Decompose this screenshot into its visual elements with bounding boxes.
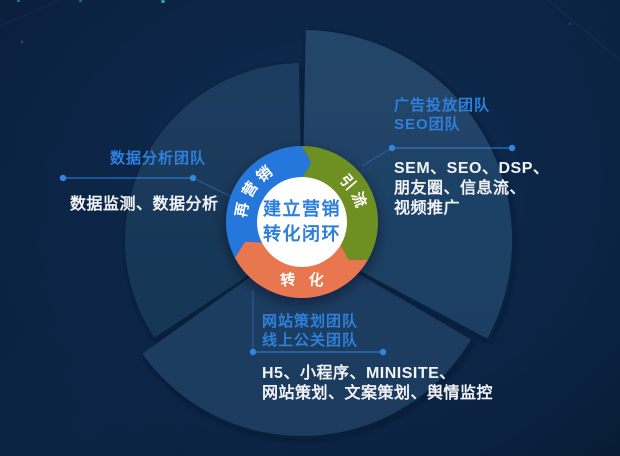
conversion-detail-line1: H5、小程序、MINISITE、	[262, 365, 456, 382]
connector-conversion	[249, 290, 387, 356]
segment-label-conversion-char1: 转	[279, 271, 297, 290]
traffic-detail-line1: SEM、SEO、DSP、	[394, 160, 550, 177]
traffic-team-line1: 广告投放团队	[394, 97, 491, 114]
center-circle	[257, 177, 347, 267]
traffic-detail-line2: 朋友圈、信息流、	[394, 180, 527, 197]
center-title: 建立营销 转化闭环	[242, 197, 362, 247]
remarketing-team-label: 数据分析团队	[110, 149, 206, 168]
remarketing-detail-text: 数据监测、数据分析	[70, 195, 219, 215]
deco-dot-1	[17, 0, 20, 2]
background-decoration-lines	[0, 0, 620, 61]
segment-conversion	[234, 241, 368, 298]
remarketing-detail-line1: 数据监测、数据分析	[70, 196, 219, 213]
fan-blade-bottom	[142, 240, 471, 437]
deco-dot-3	[161, 0, 165, 3]
conversion-team-line1: 网站策划团队	[262, 313, 359, 330]
conversion-team-label: 网站策划团队 线上公关团队	[262, 312, 358, 350]
traffic-team-label: 广告投放团队 SEO团队	[394, 96, 490, 134]
traffic-team-line2: SEO团队	[394, 116, 461, 133]
deco-dot-2	[79, 0, 82, 2]
segment-traffic	[302, 146, 378, 260]
segment-remarketing	[225, 146, 312, 258]
center-title-line1: 建立营销	[263, 199, 341, 219]
traffic-detail-line3: 视频推广	[394, 200, 461, 217]
center-title-line2: 转化闭环	[263, 224, 341, 244]
conversion-team-line2: 线上公关团队	[262, 332, 359, 349]
segment-label-conversion-char2: 化	[307, 271, 325, 290]
connector-traffic	[361, 144, 516, 167]
remarketing-team-line1: 数据分析团队	[110, 150, 207, 167]
conversion-detail-line2: 网站策划、文案策划、舆情监控	[262, 385, 494, 402]
traffic-detail-text: SEM、SEO、DSP、 朋友圈、信息流、 视频推广	[394, 159, 549, 219]
conversion-detail-text: H5、小程序、MINISITE、 网站策划、文案策划、舆情监控	[262, 364, 493, 404]
